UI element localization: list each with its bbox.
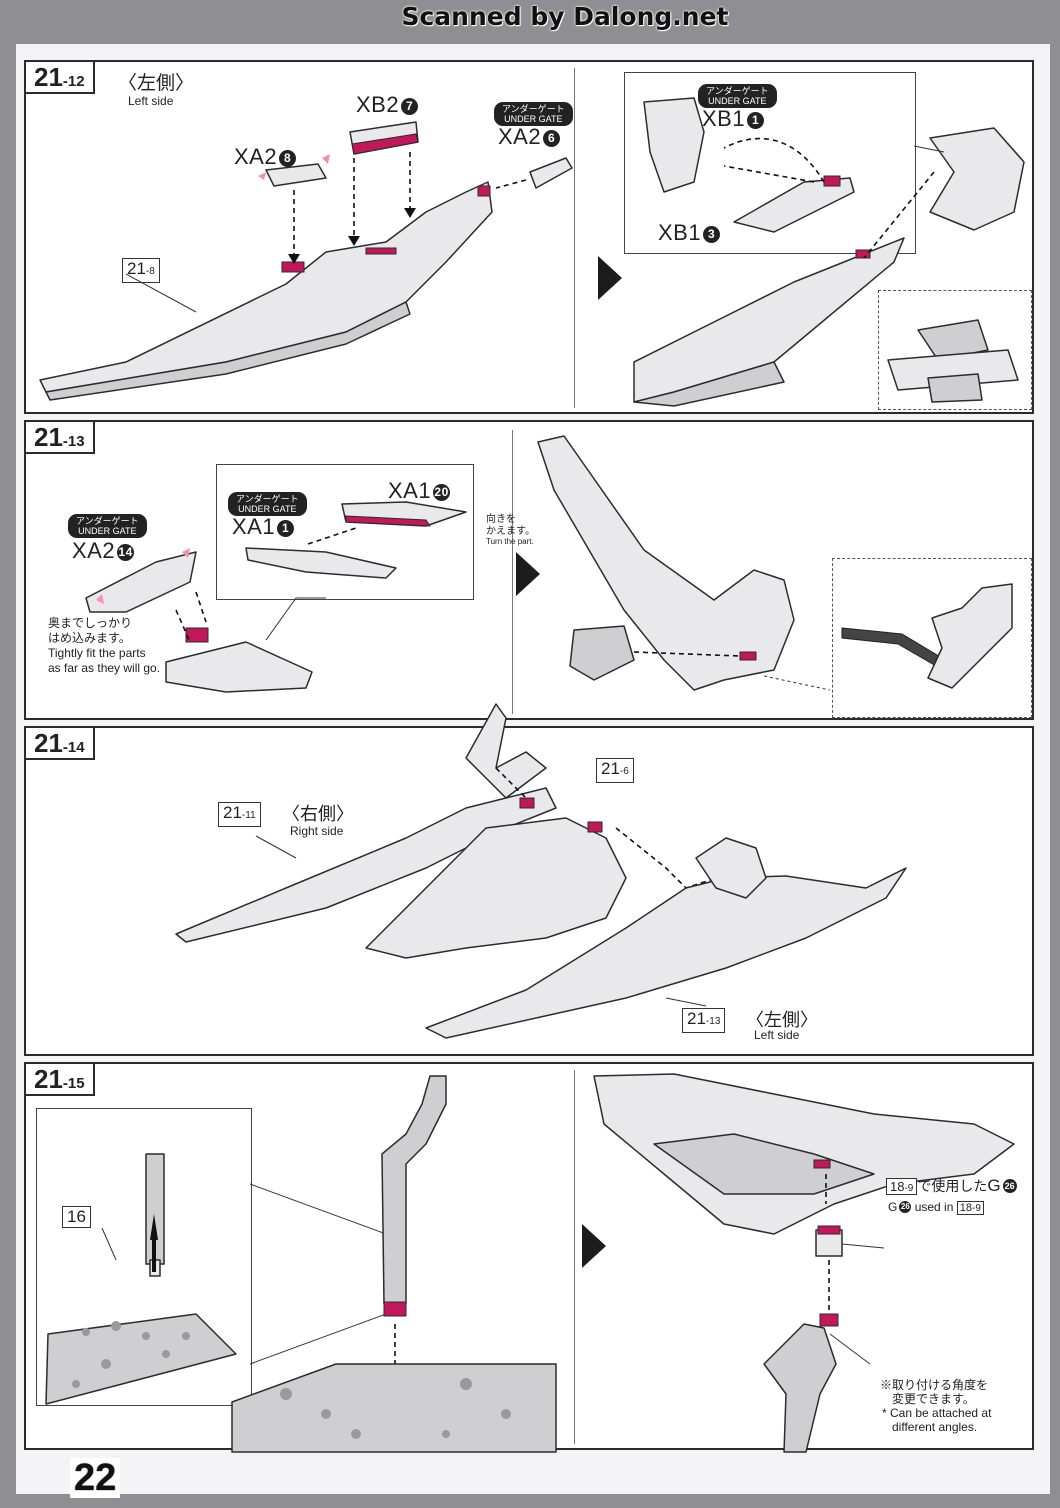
left-side-jp: 〈左側〉: [746, 1010, 818, 1030]
step-21-14-panel: 21-14 21-11 〈右側〉 Right side 21-6 21-13 〈…: [24, 703, 1034, 1056]
fit-note-en-1: Tightly fit the parts: [48, 646, 146, 660]
divider: [512, 430, 513, 714]
step-21-13-drawing: [85, 501, 467, 693]
angle-note-en-1: * Can be attached at: [882, 1406, 992, 1420]
page-number: 22: [70, 1458, 121, 1498]
callout-detail-drawing: [841, 583, 1013, 689]
side-label-en: Left side: [128, 94, 174, 108]
step-number: 21-14: [24, 726, 95, 760]
divider: [574, 1070, 575, 1444]
step-21-14-drawing: [175, 703, 907, 1039]
direction-arrow-icon: [598, 256, 622, 300]
left-blade-drawing: [39, 121, 573, 401]
direction-arrow-icon: [516, 552, 540, 596]
angle-note-jp-2: 変更できます。: [892, 1392, 975, 1406]
fit-note-jp-2: はめ込みます。: [48, 631, 131, 645]
step-21-13-result-drawing: [537, 435, 831, 691]
scan-watermark: Scanned by Dalong.net: [401, 2, 729, 31]
mounted-model-drawing: [593, 1073, 1015, 1453]
right-blade-drawing: [633, 97, 1025, 407]
ref-step-21-8: 21-8: [122, 258, 160, 283]
ref-step-21-13: 21-13: [682, 1008, 726, 1033]
turn-note-jp-1: 向きを: [486, 514, 516, 525]
turn-note-jp-2: かえます。: [486, 526, 535, 537]
stand-assembly-drawing: [45, 1075, 557, 1453]
divider: [574, 68, 575, 408]
left-side-en: Left side: [754, 1028, 800, 1042]
fit-note-en-2: as far as they will go.: [48, 661, 161, 675]
step-number: 21-12: [24, 60, 95, 94]
right-side-en: Right side: [290, 824, 344, 838]
step-number: 21-13: [24, 420, 95, 454]
callout-detail-drawing: [887, 319, 1019, 403]
step-number: 21-15: [24, 1062, 95, 1096]
direction-arrow-icon: [582, 1224, 606, 1268]
angle-note-jp-1: ※取り付ける角度を: [880, 1378, 989, 1392]
angle-note-en-2: different angles.: [892, 1420, 978, 1434]
fit-note-jp-1: 奥までしっかり: [48, 616, 133, 630]
ref-step-21-6: 21-6: [596, 758, 634, 783]
right-side-jp: 〈右側〉: [282, 804, 354, 824]
ref-part-16: 16: [62, 1206, 91, 1228]
side-label-jp: 〈左側〉: [118, 73, 195, 94]
turn-note-en: Turn the part.: [486, 537, 534, 546]
ref-step-21-11: 21-11: [218, 802, 261, 827]
